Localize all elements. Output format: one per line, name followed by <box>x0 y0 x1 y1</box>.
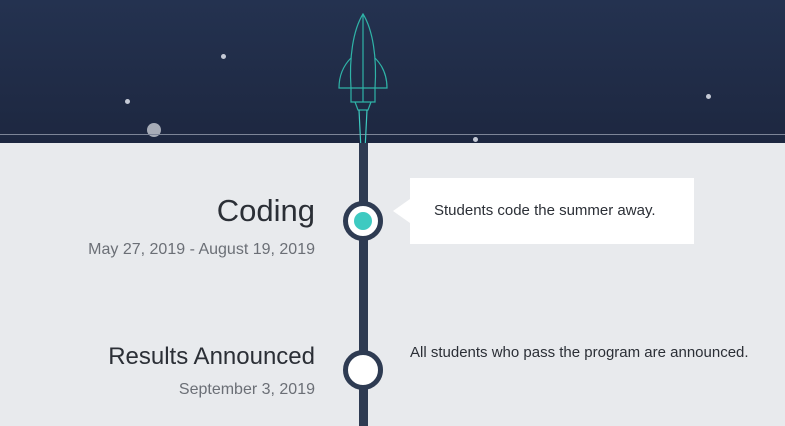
timeline-line <box>359 143 368 426</box>
planet-icon <box>147 123 161 137</box>
event-dates: September 3, 2019 <box>178 381 315 398</box>
timeline-node-upcoming <box>343 350 383 390</box>
star <box>221 54 226 59</box>
rocket-icon <box>338 12 388 151</box>
star <box>706 94 711 99</box>
event-description: All students who pass the program are an… <box>410 344 749 361</box>
hero-banner <box>0 0 785 143</box>
event-title: Coding <box>216 193 315 228</box>
star <box>473 137 478 142</box>
event-title: Results Announced <box>108 343 315 370</box>
event-dates: May 27, 2019 - August 19, 2019 <box>88 241 315 258</box>
horizon-line <box>0 134 785 135</box>
event-description-card: Students code the summer away. <box>410 178 694 244</box>
active-indicator <box>354 212 372 230</box>
star <box>125 99 130 104</box>
timeline-node-active <box>343 201 383 241</box>
card-pointer <box>393 199 410 223</box>
event-description: Students code the summer away. <box>434 202 656 219</box>
